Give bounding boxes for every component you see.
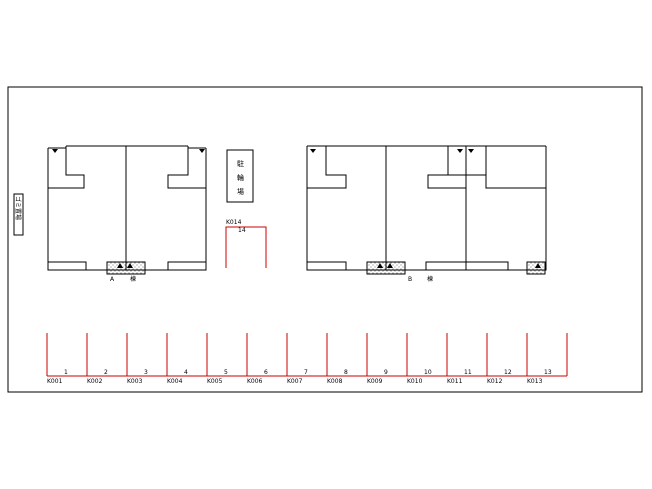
garbage-area-label: ゴミ置場 bbox=[14, 196, 22, 220]
parking-number: 10 bbox=[424, 369, 432, 376]
parking-code: K009 bbox=[367, 378, 383, 385]
marker-triangle-icon bbox=[377, 263, 383, 268]
marker-triangle-icon bbox=[535, 263, 541, 268]
building-a-letter: A bbox=[110, 276, 115, 283]
marker-triangle-icon bbox=[127, 263, 133, 268]
marker-triangle-icon bbox=[310, 149, 316, 153]
marker-triangle-icon bbox=[387, 263, 393, 268]
parking-number: 9 bbox=[384, 369, 388, 376]
garbage-area: ゴミ置場 bbox=[13, 193, 24, 236]
building-a bbox=[47, 145, 207, 275]
parking-code: K001 bbox=[47, 378, 63, 385]
parking-number: 2 bbox=[104, 369, 108, 376]
building-b bbox=[306, 145, 547, 275]
marker-triangle-icon bbox=[117, 263, 123, 268]
parking-number: 6 bbox=[264, 369, 268, 376]
parking-space-k014: K014 14 bbox=[225, 219, 267, 268]
parking-code: K005 bbox=[207, 378, 223, 385]
bicycle-parking-char-3: 場 bbox=[237, 187, 244, 196]
parking-number-14: 14 bbox=[238, 227, 246, 234]
parking-code: K004 bbox=[167, 378, 183, 385]
bicycle-parking: 駐 輪 場 bbox=[226, 149, 254, 203]
parking-code: K013 bbox=[527, 378, 543, 385]
parking-number: 8 bbox=[344, 369, 348, 376]
marker-triangle-icon bbox=[468, 149, 474, 153]
parking-code: K003 bbox=[127, 378, 143, 385]
building-a-marks bbox=[52, 149, 205, 268]
building-b-marks bbox=[310, 149, 541, 268]
site-boundary bbox=[7, 86, 643, 393]
parking-code: K008 bbox=[327, 378, 343, 385]
parking-number: 4 bbox=[184, 369, 188, 376]
marker-triangle-icon bbox=[199, 149, 205, 153]
parking-number: 5 bbox=[224, 369, 228, 376]
marker-triangle-icon bbox=[457, 149, 463, 153]
building-a-suffix: 棟 bbox=[130, 275, 136, 283]
parking-code: K010 bbox=[407, 378, 423, 385]
marker-triangle-icon bbox=[52, 149, 58, 153]
parking-code: K012 bbox=[487, 378, 503, 385]
parking-number: 11 bbox=[464, 369, 472, 376]
parking-number: 3 bbox=[144, 369, 148, 376]
building-b-letter: B bbox=[408, 276, 412, 283]
parking-code: K011 bbox=[447, 378, 463, 385]
parking-code: K006 bbox=[247, 378, 263, 385]
bicycle-parking-char-2: 輪 bbox=[237, 173, 244, 182]
parking-code: K007 bbox=[287, 378, 303, 385]
parking-code: K002 bbox=[87, 378, 103, 385]
building-b-suffix: 棟 bbox=[427, 275, 433, 283]
parking-number: 7 bbox=[304, 369, 308, 376]
bicycle-parking-char-1: 駐 bbox=[237, 159, 244, 168]
parking-code-k014: K014 bbox=[226, 219, 242, 226]
parking-number: 12 bbox=[504, 369, 512, 376]
parking-number: 13 bbox=[544, 369, 552, 376]
parking-number: 1 bbox=[64, 369, 68, 376]
